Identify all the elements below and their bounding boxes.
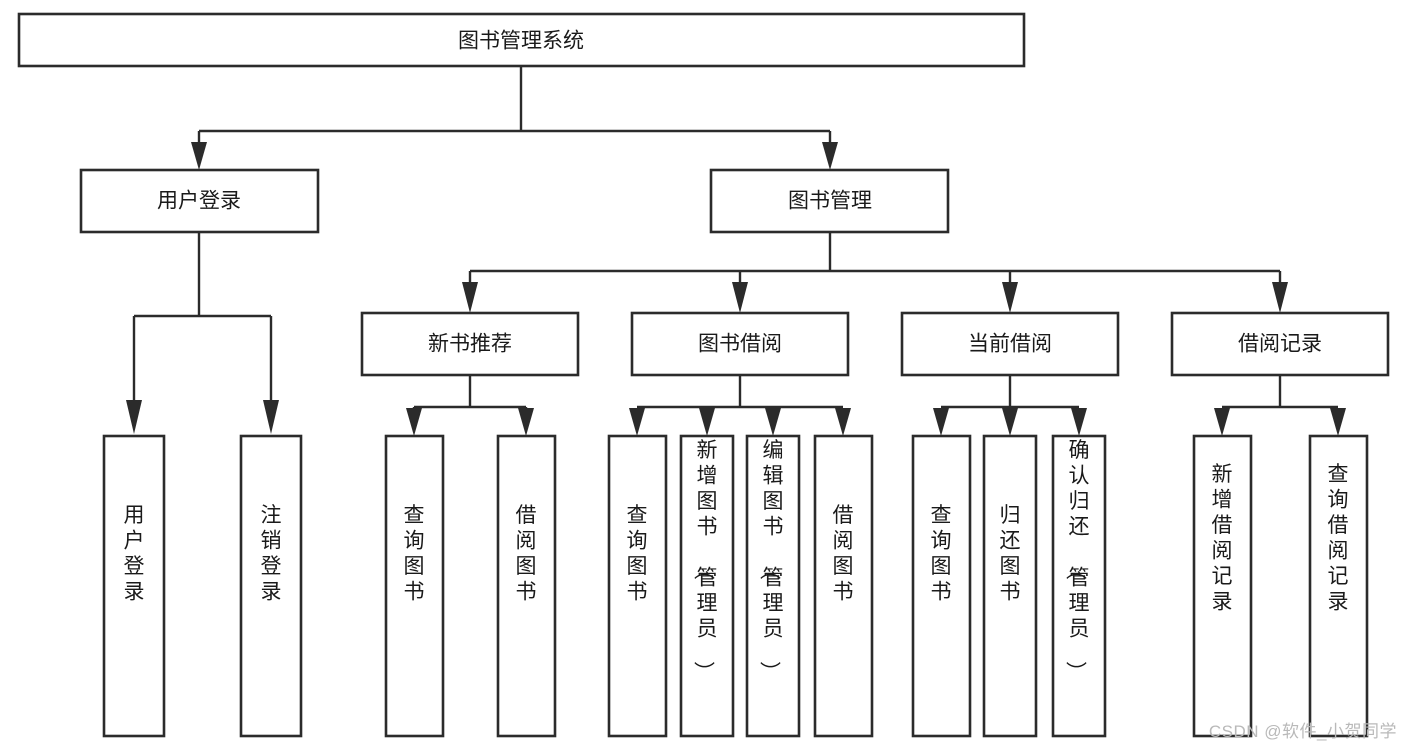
node-leaf-query-book-1[interactable]: 查询图书	[384, 434, 445, 738]
node-leaf-query-book-3[interactable]: 查询图书	[911, 434, 972, 738]
node-book-manage-label: 图书管理	[788, 190, 872, 213]
node-leaf-query-record[interactable]: 查询借阅记录	[1308, 434, 1369, 738]
node-leaf-query-book-2-box[interactable]	[607, 434, 668, 738]
node-leaf-borrow-book-2[interactable]: 借阅图书	[813, 434, 874, 738]
node-leaf-edit-book-label: 编辑图书（管理员）	[758, 439, 784, 682]
node-borrow-record-box[interactable]	[1170, 311, 1390, 377]
node-leaf-borrow-book-2-box[interactable]	[813, 434, 874, 738]
node-leaf-edit-book[interactable]: 编辑图书（管理员）	[745, 434, 801, 738]
arrowhead-leaf-query-book-1	[406, 408, 422, 436]
node-current-borrow-label: 当前借阅	[968, 333, 1052, 356]
node-leaf-query-record-box[interactable]	[1308, 434, 1369, 738]
node-leaf-borrow-book-1-box[interactable]	[496, 434, 557, 738]
node-leaf-query-book-1-box[interactable]	[384, 434, 445, 738]
node-borrow-record[interactable]: 借阅记录	[1170, 311, 1390, 377]
arrowhead-leaf-user-login	[126, 400, 142, 434]
node-leaf-user-login-label: 用户登录	[124, 504, 145, 604]
node-book-borrow[interactable]: 图书借阅	[630, 311, 850, 377]
node-leaf-add-record[interactable]: 新增借阅记录	[1192, 434, 1253, 738]
arrowhead-leaf-add-book	[699, 408, 715, 436]
node-leaf-add-book-box[interactable]	[679, 434, 735, 738]
node-leaf-confirm-return-box[interactable]	[1051, 434, 1107, 738]
node-new-book-recommend-label: 新书推荐	[428, 333, 512, 356]
arrowhead-leaf-edit-book	[765, 408, 781, 436]
node-new-book-recommend[interactable]: 新书推荐	[360, 311, 580, 377]
node-user-login[interactable]: 用户登录	[79, 168, 320, 234]
node-leaf-confirm-return[interactable]: 确认归还（管理员）	[1051, 434, 1107, 738]
node-leaf-return-book-box[interactable]	[982, 434, 1038, 738]
arrowhead-leaf-return-book	[1002, 408, 1018, 436]
node-leaf-confirm-return-label: 确认归还（管理员）	[1064, 439, 1090, 682]
node-book-manage[interactable]: 图书管理	[709, 168, 950, 234]
node-current-borrow[interactable]: 当前借阅	[900, 311, 1120, 377]
node-new-book-recommend-box[interactable]	[360, 311, 580, 377]
node-leaf-borrow-book-2-label: 借阅图书	[833, 504, 854, 604]
node-book-borrow-label: 图书借阅	[698, 333, 782, 356]
node-book-borrow-box[interactable]	[630, 311, 850, 377]
node-leaf-query-book-3-box[interactable]	[911, 434, 972, 738]
node-leaf-return-book[interactable]: 归还图书	[982, 434, 1038, 738]
node-leaf-query-record-label: 查询借阅记录	[1328, 463, 1349, 614]
arrowhead-leaf-borrow-book-1	[518, 408, 534, 436]
arrowhead-leaf-logout-login	[263, 400, 279, 434]
node-leaf-borrow-book-1-label: 借阅图书	[516, 504, 537, 604]
node-user-login-label: 用户登录	[157, 190, 241, 213]
node-current-borrow-box[interactable]	[900, 311, 1120, 377]
node-leaf-query-book-2[interactable]: 查询图书	[607, 434, 668, 738]
node-leaf-logout-login-box[interactable]	[239, 434, 303, 738]
arrowhead-leaf-add-record	[1214, 408, 1230, 436]
arrowhead-to-new-book-recommend	[462, 282, 478, 313]
arrowhead-to-book-manage	[822, 142, 838, 170]
node-leaf-query-book-1-label: 查询图书	[404, 504, 425, 604]
node-leaf-user-login-box[interactable]	[102, 434, 166, 738]
node-leaf-add-record-box[interactable]	[1192, 434, 1253, 738]
node-user-login-box[interactable]	[79, 168, 320, 234]
arrowhead-leaf-query-record	[1330, 408, 1346, 436]
node-leaf-borrow-book-1[interactable]: 借阅图书	[496, 434, 557, 738]
arrowhead-leaf-query-book-3	[933, 408, 949, 436]
node-leaf-logout-login[interactable]: 注销登录	[239, 434, 303, 738]
arrowhead-leaf-confirm-return	[1071, 408, 1087, 436]
csdn-watermark: CSDN @软件_小贺同学	[1208, 722, 1397, 741]
node-leaf-add-book-label: 新增图书（管理员）	[692, 439, 718, 682]
node-leaf-add-book[interactable]: 新增图书（管理员）	[679, 434, 735, 738]
node-root-box[interactable]	[17, 12, 1026, 68]
node-leaf-add-record-label: 新增借阅记录	[1212, 463, 1233, 614]
connector-layer	[126, 66, 1346, 436]
arrowhead-to-user-login	[191, 142, 207, 170]
arrowhead-to-current-borrow	[1002, 282, 1018, 313]
node-leaf-edit-book-box[interactable]	[745, 434, 801, 738]
node-leaf-query-book-2-label: 查询图书	[627, 504, 648, 604]
node-leaf-logout-login-label: 注销登录	[261, 504, 282, 604]
node-book-manage-box[interactable]	[709, 168, 950, 234]
node-leaf-return-book-label: 归还图书	[1000, 504, 1021, 604]
arrowhead-leaf-query-book-2	[629, 408, 645, 436]
arrowhead-leaf-borrow-book-2	[835, 408, 851, 436]
arrowhead-to-borrow-record	[1272, 282, 1288, 313]
node-leaf-user-login[interactable]: 用户登录	[102, 434, 166, 738]
node-root[interactable]: 图书管理系统	[17, 12, 1026, 68]
node-root-label: 图书管理系统	[458, 30, 584, 53]
arrowhead-to-book-borrow	[732, 282, 748, 313]
node-borrow-record-label: 借阅记录	[1238, 333, 1322, 356]
node-leaf-query-book-3-label: 查询图书	[931, 504, 952, 604]
